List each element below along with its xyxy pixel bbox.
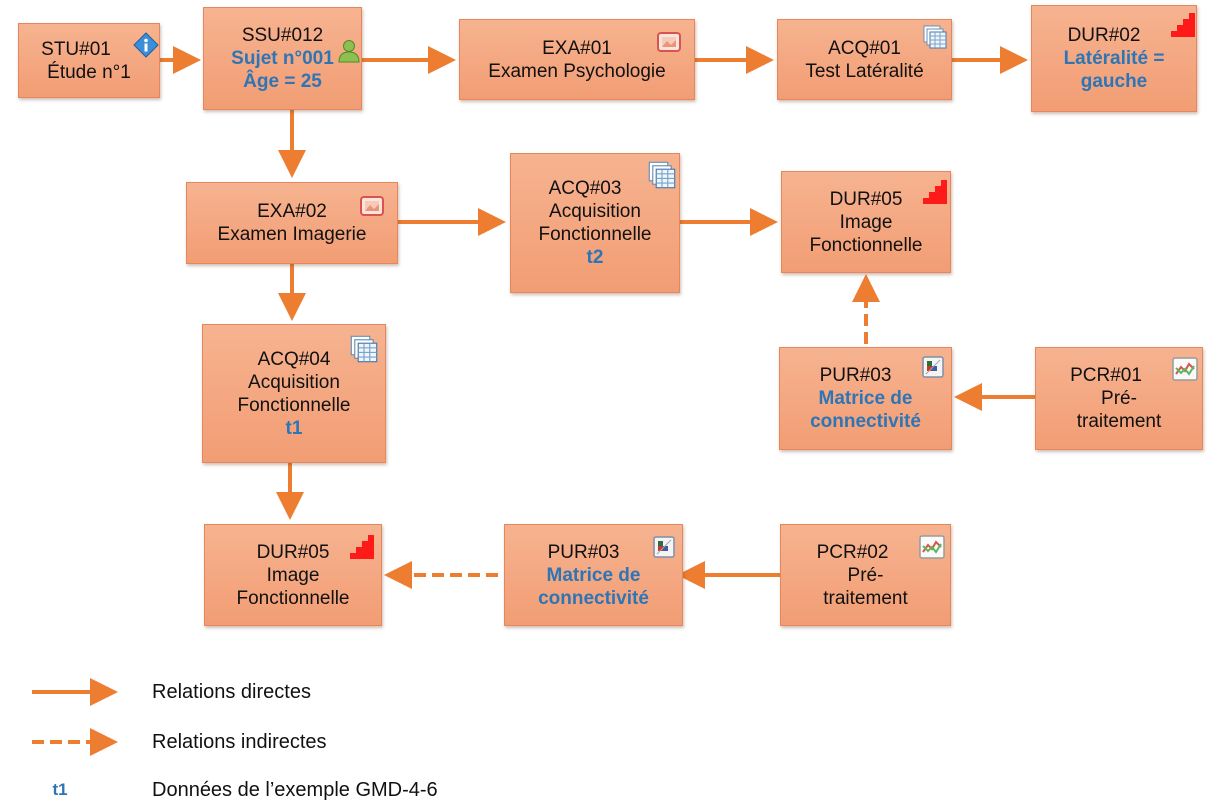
node-id: PCR#02 bbox=[816, 541, 889, 563]
node-dur05-bottom: DUR#05 Image Fonctionnelle bbox=[204, 524, 382, 626]
example-tag: t1 bbox=[285, 417, 303, 439]
image-icon bbox=[656, 29, 682, 55]
legend-indirect-label: Relations indirectes bbox=[152, 730, 327, 753]
node-id: DUR#02 bbox=[1067, 25, 1141, 46]
legend-tag: t1 Données de l’exemple GMD-4-6 bbox=[30, 775, 438, 805]
example-tag: t2 bbox=[586, 247, 604, 268]
node-pur03-bottom: PUR#03 Matrice de connectivité bbox=[504, 524, 683, 626]
legend-indirect: Relations indirectes bbox=[30, 727, 327, 757]
node-line1: Acquisition bbox=[549, 201, 641, 222]
person-icon bbox=[336, 38, 362, 64]
node-pcr02: PCR#02 Pré- traitement bbox=[780, 524, 951, 626]
chart-icon bbox=[1172, 356, 1198, 382]
legend-tag-label: Données de l’exemple GMD-4-6 bbox=[152, 778, 438, 801]
legend-direct-mark bbox=[30, 677, 120, 707]
node-id: EXA#02 bbox=[257, 201, 327, 222]
laterality-value: Latéralité = bbox=[1063, 48, 1165, 69]
node-line2: Fonctionnelle bbox=[809, 234, 923, 256]
legend-tag-sample: t1 bbox=[52, 780, 68, 799]
node-exa01: EXA#01 Examen Psychologie bbox=[459, 19, 695, 100]
legend-direct: Relations directes bbox=[30, 677, 311, 707]
image-icon bbox=[359, 193, 385, 219]
node-exa02: EXA#02 Examen Imagerie bbox=[186, 182, 398, 264]
node-label: Étude n°1 bbox=[47, 61, 131, 83]
node-id: ACQ#01 bbox=[828, 37, 901, 59]
node-acq03: ACQ#03 Acquisition Fonctionnelle t2 bbox=[510, 153, 680, 293]
node-id: PCR#01 bbox=[1070, 365, 1142, 386]
steps-icon bbox=[922, 179, 948, 205]
node-line2: Fonctionnelle bbox=[236, 587, 350, 609]
node-id: PUR#03 bbox=[819, 365, 892, 386]
node-id: EXA#01 bbox=[542, 37, 612, 59]
legend-tag-mark: t1 bbox=[30, 775, 120, 805]
stack-icon bbox=[922, 24, 948, 50]
node-pur03-top: PUR#03 Matrice de connectivité bbox=[779, 347, 952, 450]
node-line1: Image bbox=[266, 564, 320, 586]
node-pcr01: PCR#01 Pré- traitement bbox=[1035, 347, 1203, 450]
stack-icon bbox=[647, 160, 677, 190]
node-line2: traitement bbox=[823, 587, 908, 609]
matrix-value-cont: connectivité bbox=[810, 411, 921, 432]
chart-icon bbox=[919, 534, 945, 560]
matrix-value-cont: connectivité bbox=[538, 587, 649, 609]
laterality-value-cont: gauche bbox=[1080, 71, 1148, 92]
node-ssu012: SSU#012 Sujet n°001 Âge = 25 bbox=[203, 7, 362, 110]
node-line1: Pré- bbox=[847, 564, 884, 586]
legend-direct-label: Relations directes bbox=[152, 680, 311, 703]
node-stu01: STU#01 Étude n°1 bbox=[18, 23, 160, 98]
node-id: ACQ#03 bbox=[548, 178, 622, 199]
node-line1: Acquisition bbox=[248, 371, 340, 393]
node-label: Test Latéralité bbox=[805, 60, 924, 82]
node-line1: Image bbox=[839, 211, 893, 233]
steps-icon bbox=[1170, 12, 1196, 38]
info-icon bbox=[133, 32, 159, 58]
node-id: PUR#03 bbox=[547, 541, 620, 563]
age-value: Âge = 25 bbox=[243, 71, 322, 92]
node-line1: Pré- bbox=[1101, 388, 1137, 409]
node-acq04: ACQ#04 Acquisition Fonctionnelle t1 bbox=[202, 324, 386, 463]
matrix-icon bbox=[651, 534, 677, 560]
legend-indirect-mark bbox=[30, 727, 120, 757]
steps-icon bbox=[349, 534, 375, 560]
matrix-icon bbox=[920, 354, 946, 380]
matrix-value: Matrice de bbox=[546, 564, 641, 586]
node-label: Examen Imagerie bbox=[217, 224, 367, 245]
node-line2: Fonctionnelle bbox=[538, 224, 652, 245]
matrix-value: Matrice de bbox=[818, 388, 913, 409]
node-id: SSU#012 bbox=[241, 25, 324, 46]
node-acq01: ACQ#01 Test Latéralité bbox=[777, 19, 952, 100]
node-dur05-top: DUR#05 Image Fonctionnelle bbox=[781, 171, 951, 273]
node-line2: traitement bbox=[1076, 411, 1162, 432]
node-label: Examen Psychologie bbox=[488, 60, 666, 82]
node-id: DUR#05 bbox=[829, 188, 903, 210]
node-line2: Fonctionnelle bbox=[237, 394, 351, 416]
node-id: DUR#05 bbox=[256, 541, 330, 563]
subject-value: Sujet n°001 bbox=[231, 48, 334, 69]
stack-icon bbox=[349, 334, 379, 364]
node-id: ACQ#04 bbox=[257, 348, 331, 370]
node-dur02: DUR#02 Latéralité = gauche bbox=[1031, 5, 1197, 112]
node-id: STU#01 bbox=[41, 38, 111, 60]
